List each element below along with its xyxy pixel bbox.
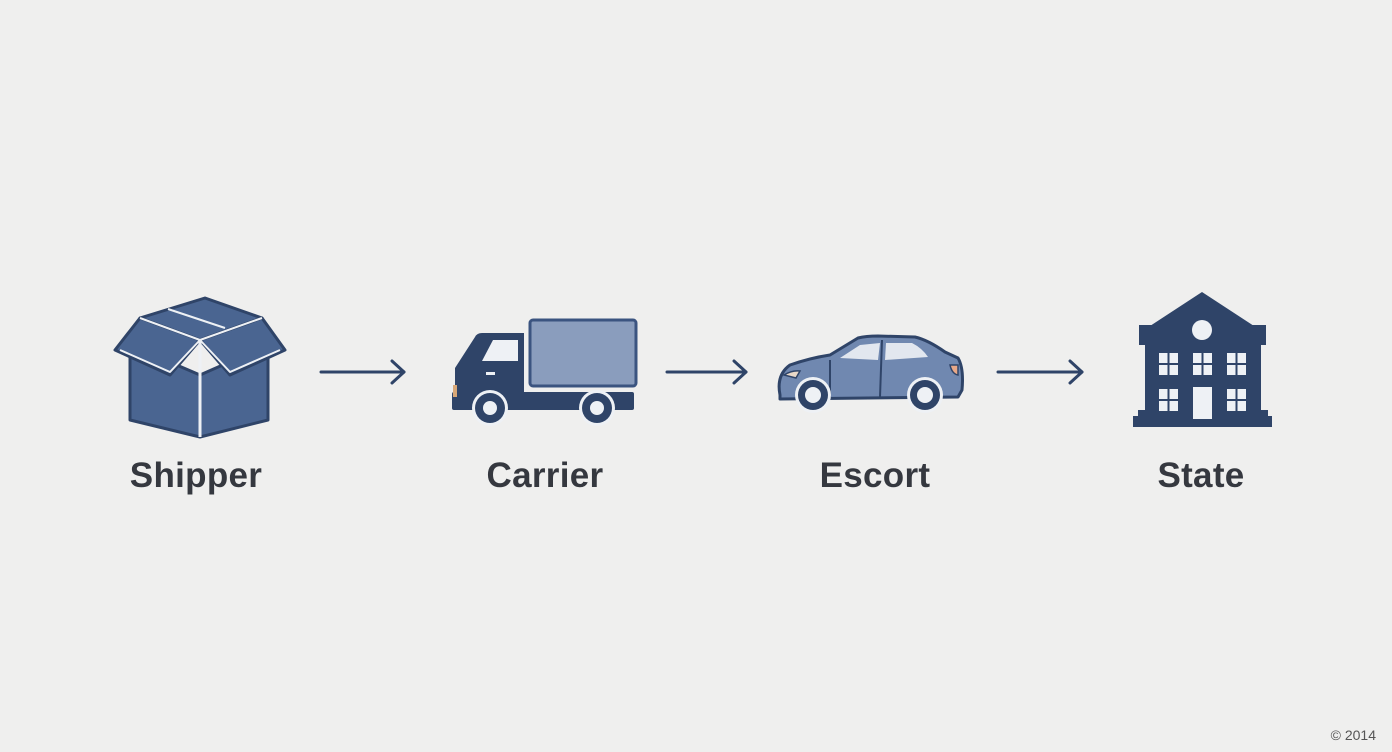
truck-icon — [452, 318, 638, 426]
arrow-icon — [665, 359, 748, 385]
copyright-text: © 2014 — [1330, 727, 1376, 743]
arrow-icon — [319, 359, 406, 385]
node-label-shipper: Shipper — [129, 456, 263, 495]
arrow-icon — [996, 359, 1084, 385]
car-icon — [777, 334, 964, 413]
node-label-carrier: Carrier — [486, 456, 604, 495]
node-label-escort: Escort — [819, 456, 931, 495]
box-icon — [113, 296, 287, 439]
government-building-icon — [1133, 292, 1272, 427]
node-label-state: State — [1157, 456, 1245, 495]
